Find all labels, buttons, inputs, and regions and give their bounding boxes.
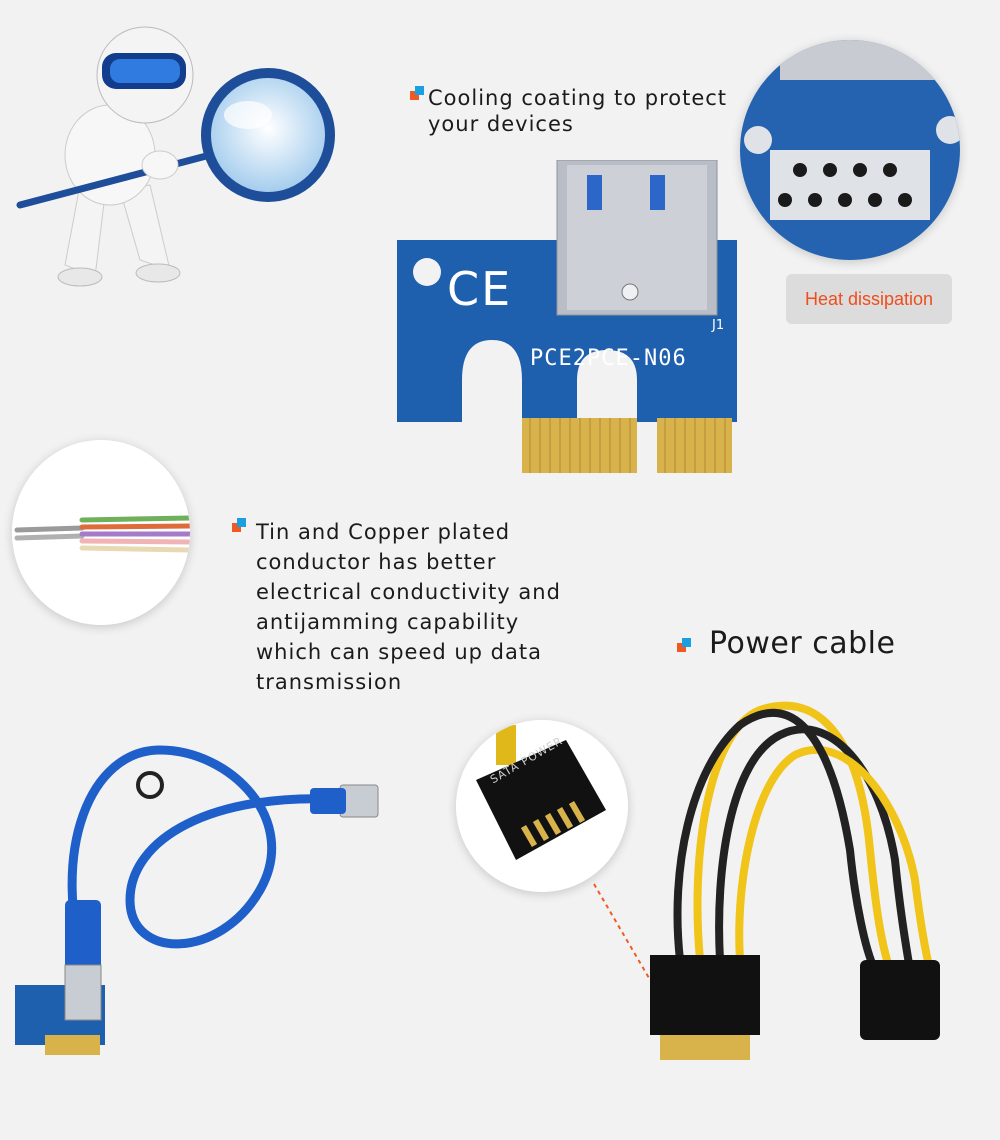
sata-connector-closeup-photo	[456, 720, 628, 892]
pcb-closeup-photo	[740, 40, 960, 260]
bullet-marker-icon	[677, 638, 691, 652]
cable-conductor-photo	[12, 440, 190, 625]
heat-dissipation-badge: Heat dissipation	[786, 274, 952, 324]
power-cable-heading: Power cable	[709, 626, 896, 661]
riser-card-photo	[392, 160, 747, 500]
usb-extension-cable-photo	[10, 730, 390, 1060]
bullet-marker-icon	[232, 518, 246, 532]
board-ref-label: J1	[712, 318, 725, 333]
ce-mark: CE	[447, 262, 513, 316]
conductor-description-text: Tin and Copper plated conductor has bett…	[256, 520, 561, 694]
magnifier-mascot-illustration	[10, 15, 340, 305]
board-model-label: PCE2PCE-N06	[530, 346, 687, 371]
cooling-coating-text: Cooling coating to protect your devices	[428, 86, 728, 136]
sata-to-6pin-cable-photo	[630, 700, 970, 1070]
bullet-marker-icon	[410, 86, 424, 100]
